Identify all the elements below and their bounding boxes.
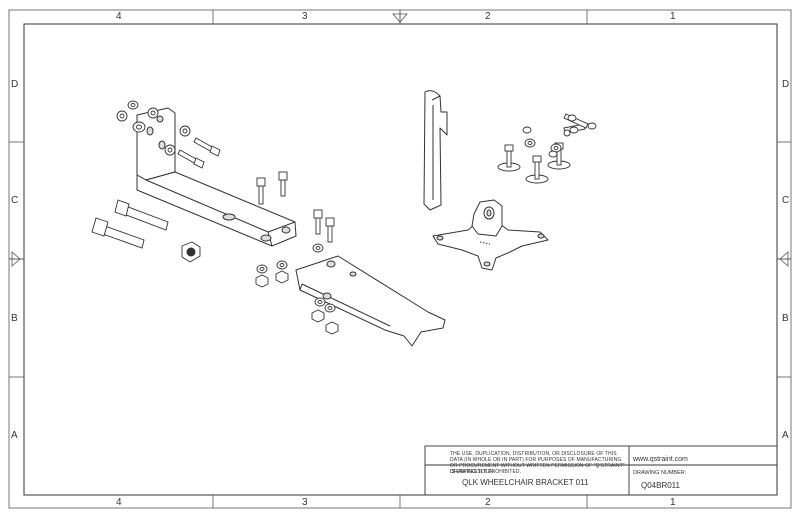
lower-nuts (255, 260, 289, 288)
website-link: www.qstraint.com (633, 456, 688, 463)
outer-frame (8, 9, 792, 509)
spider-base (432, 199, 549, 271)
drawing-title-label: DRAWING TITLE: (450, 469, 495, 475)
plate-nuts (311, 297, 339, 335)
inner-frame (23, 23, 778, 496)
column-dividers (212, 10, 588, 508)
row-dividers (9, 141, 791, 378)
column-label-top-4: 4 (116, 11, 122, 22)
row-label-right-a: A (782, 430, 789, 441)
row-label-left-a: A (11, 430, 18, 441)
column-label-bottom-3: 3 (302, 497, 308, 508)
row-label-left-c: C (11, 195, 19, 206)
row-label-right-c: C (782, 195, 790, 206)
proprietary-notice: THE USE, DUPLICATION, DISTRIBUTION, OR D… (450, 451, 625, 475)
centering-marks (9, 10, 791, 267)
title-block (424, 445, 778, 496)
row-label-right-b: B (782, 313, 789, 324)
angle-bracket (136, 107, 297, 247)
drawing-title: QLK WHEELCHAIR BRACKET 011 (462, 478, 589, 487)
column-label-bottom-1: 1 (670, 497, 676, 508)
column-label-top-1: 1 (670, 11, 676, 22)
drawing-number-label: DRAWING NUMBER: (633, 470, 687, 476)
slotted-arm (423, 90, 448, 211)
column-label-bottom-2: 2 (485, 497, 491, 508)
column-label-top-3: 3 (302, 11, 308, 22)
mushroom-bolts (497, 113, 597, 184)
plate-bolts (312, 209, 335, 253)
row-label-left-b: B (11, 313, 18, 324)
bracket-bolts (91, 137, 288, 263)
drawing-number: Q04BR011 (641, 481, 680, 490)
bracket-hardware (116, 100, 191, 156)
row-label-right-d: D (782, 79, 790, 90)
flat-plate (295, 255, 446, 347)
row-label-left-d: D (11, 79, 19, 90)
column-label-top-2: 2 (485, 11, 491, 22)
column-label-bottom-4: 4 (116, 497, 122, 508)
